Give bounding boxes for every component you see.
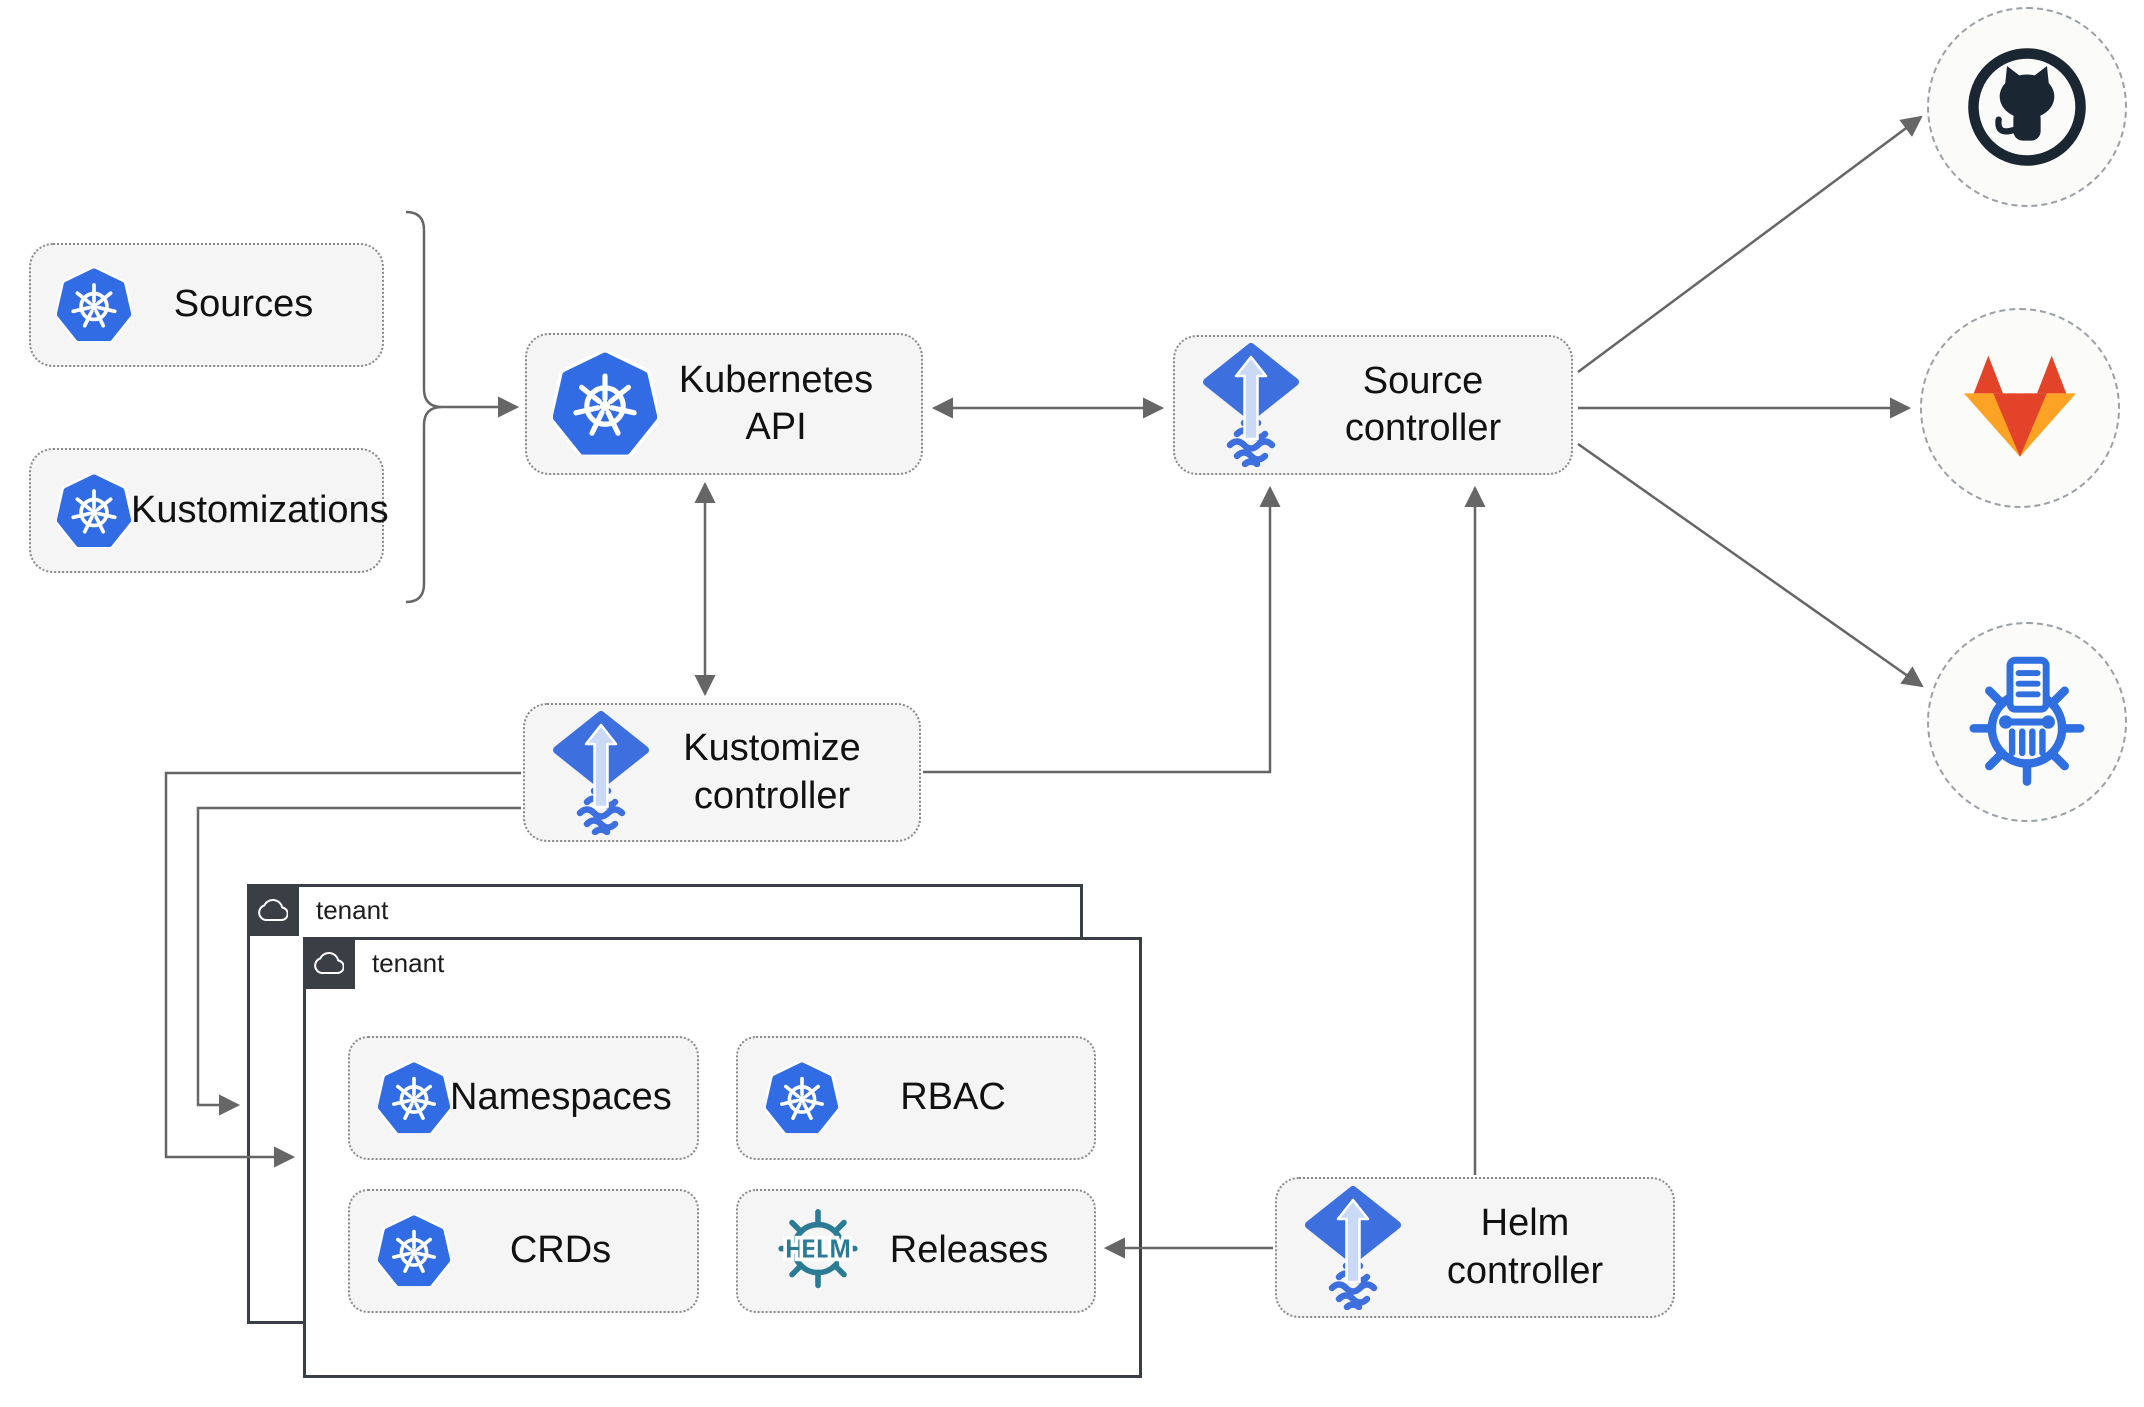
tenant-label: tenant (372, 948, 445, 978)
edge-source-github (1577, 115, 1923, 374)
edge-kustomize-source (923, 485, 1281, 774)
node-kubernetes-api: Kubernetes API (525, 333, 923, 475)
tenant-front-box: tenant Namespaces RBAC CRDs (303, 937, 1142, 1378)
node-label: RBAC (900, 1076, 1006, 1119)
node-sources: Sources (29, 243, 384, 367)
node-helm-controller: Helm controller (1275, 1177, 1675, 1318)
node-label: Source controller (1344, 359, 1502, 450)
edge-source-chartmuseum (1577, 442, 1924, 688)
kubernetes-icon (378, 1062, 450, 1134)
github-icon (1968, 48, 2086, 166)
tenant-label: tenant (316, 895, 389, 925)
external-chartmuseum (1927, 622, 2127, 822)
node-label: Helm controller (1446, 1202, 1604, 1292)
external-gitlab (1920, 308, 2120, 508)
flux-icon (551, 711, 651, 835)
node-kustomizations: Kustomizations (29, 448, 389, 573)
node-namespaces: Namespaces (348, 1036, 699, 1160)
cloud-icon (312, 948, 346, 978)
node-source-controller: Source controller (1173, 335, 1573, 475)
bracket-sources-kustomizations (405, 210, 443, 604)
helm-logo-text: HELM (785, 1235, 851, 1263)
node-releases: HELM Releases (736, 1189, 1096, 1313)
kubernetes-icon (766, 1062, 838, 1134)
node-label: Releases (889, 1229, 1049, 1272)
node-label: Kustomize controller (683, 727, 861, 817)
external-github (1927, 7, 2127, 207)
node-label: Kubernetes API (678, 358, 874, 449)
node-crds: CRDs (348, 1189, 699, 1313)
node-kustomize-controller: Kustomize controller (523, 703, 921, 842)
chartmuseum-icon (1969, 656, 2085, 786)
node-label: Sources (173, 283, 314, 326)
flux-icon (1201, 343, 1301, 467)
cloud-icon (256, 895, 290, 925)
helm-icon: HELM (778, 1209, 858, 1289)
kubernetes-icon (57, 474, 131, 548)
node-label: CRDs (509, 1229, 612, 1272)
node-label: Namespaces (450, 1076, 672, 1119)
kubernetes-icon (57, 268, 131, 342)
node-rbac: RBAC (736, 1036, 1096, 1160)
flux-icon (1303, 1186, 1403, 1310)
tenant-tab (247, 884, 299, 936)
tenant-tab (303, 937, 355, 989)
gitlab-icon (1964, 355, 2076, 457)
node-label: Kustomizations (131, 488, 389, 531)
kubernetes-icon (553, 352, 657, 456)
kubernetes-icon (378, 1215, 450, 1287)
